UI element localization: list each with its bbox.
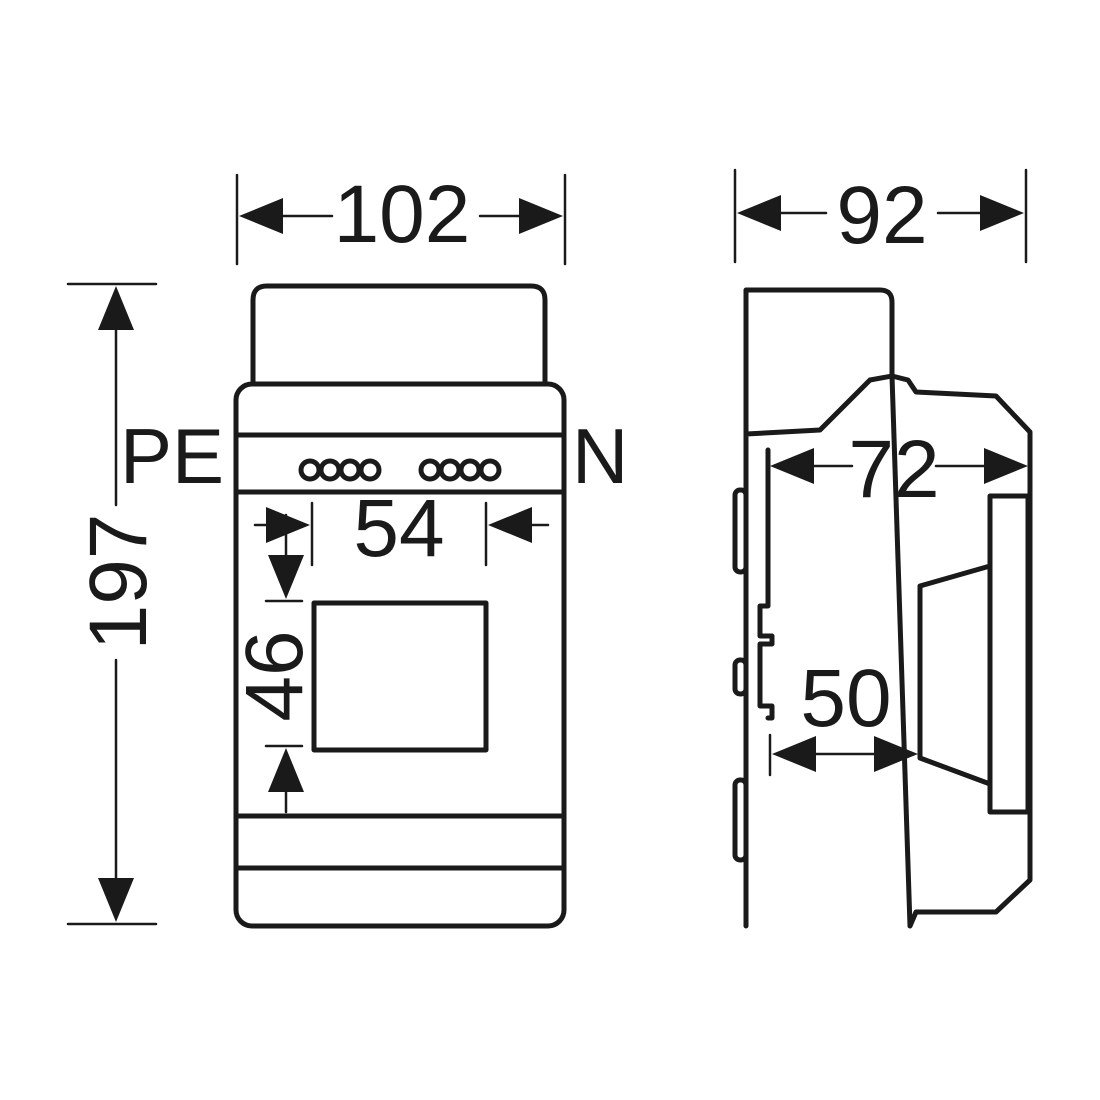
front-top-cover: [250, 283, 548, 387]
n-label: N: [572, 412, 628, 500]
arrow-right-icon: [984, 448, 1028, 484]
dimension-window-width: 54: [253, 483, 550, 574]
dimension-height: 197: [66, 282, 164, 926]
front-view: PE N: [120, 283, 628, 929]
mount-lug-top: [732, 487, 749, 575]
depth-value: 92: [836, 170, 927, 261]
arrow-left-icon: [737, 195, 781, 231]
side-profile: [743, 287, 1033, 929]
width-value: 102: [334, 169, 471, 260]
arrow-right-icon: [266, 507, 310, 543]
arrow-right-icon: [980, 195, 1024, 231]
arrow-right-icon: [874, 736, 918, 772]
pe-terminals: [298, 458, 382, 482]
arrow-down-icon: [268, 555, 304, 599]
device-window: [311, 600, 489, 753]
mount-lug-middle: [732, 657, 749, 697]
din-rail: [757, 447, 775, 721]
front-body: [233, 381, 567, 929]
arrow-down-icon: [98, 878, 134, 922]
arrow-up-icon: [98, 286, 134, 330]
offset-value: 50: [800, 653, 891, 744]
pe-label: PE: [120, 412, 224, 500]
dimension-inner-depth: 72: [770, 424, 1028, 515]
n-terminals: [418, 458, 502, 482]
window-width-value: 54: [353, 483, 444, 574]
arrow-left-icon: [239, 198, 283, 234]
inner-depth-value: 72: [848, 424, 939, 515]
arrow-up-icon: [268, 748, 304, 792]
side-front-cover: [987, 493, 1031, 815]
mount-lug-bottom: [732, 777, 749, 863]
side-module: [917, 563, 993, 787]
dimension-offset: 50: [768, 653, 918, 777]
arrow-left-icon: [770, 448, 814, 484]
arrow-left-icon: [488, 507, 532, 543]
dimension-window-height: 46: [229, 513, 320, 814]
arrow-right-icon: [519, 198, 563, 234]
height-value: 197: [73, 514, 164, 651]
side-view: [732, 287, 1033, 929]
dimension-depth: 92: [733, 168, 1028, 264]
window-height-value: 46: [229, 630, 320, 721]
dimension-width: 102: [235, 169, 567, 266]
arrow-left-icon: [772, 736, 816, 772]
